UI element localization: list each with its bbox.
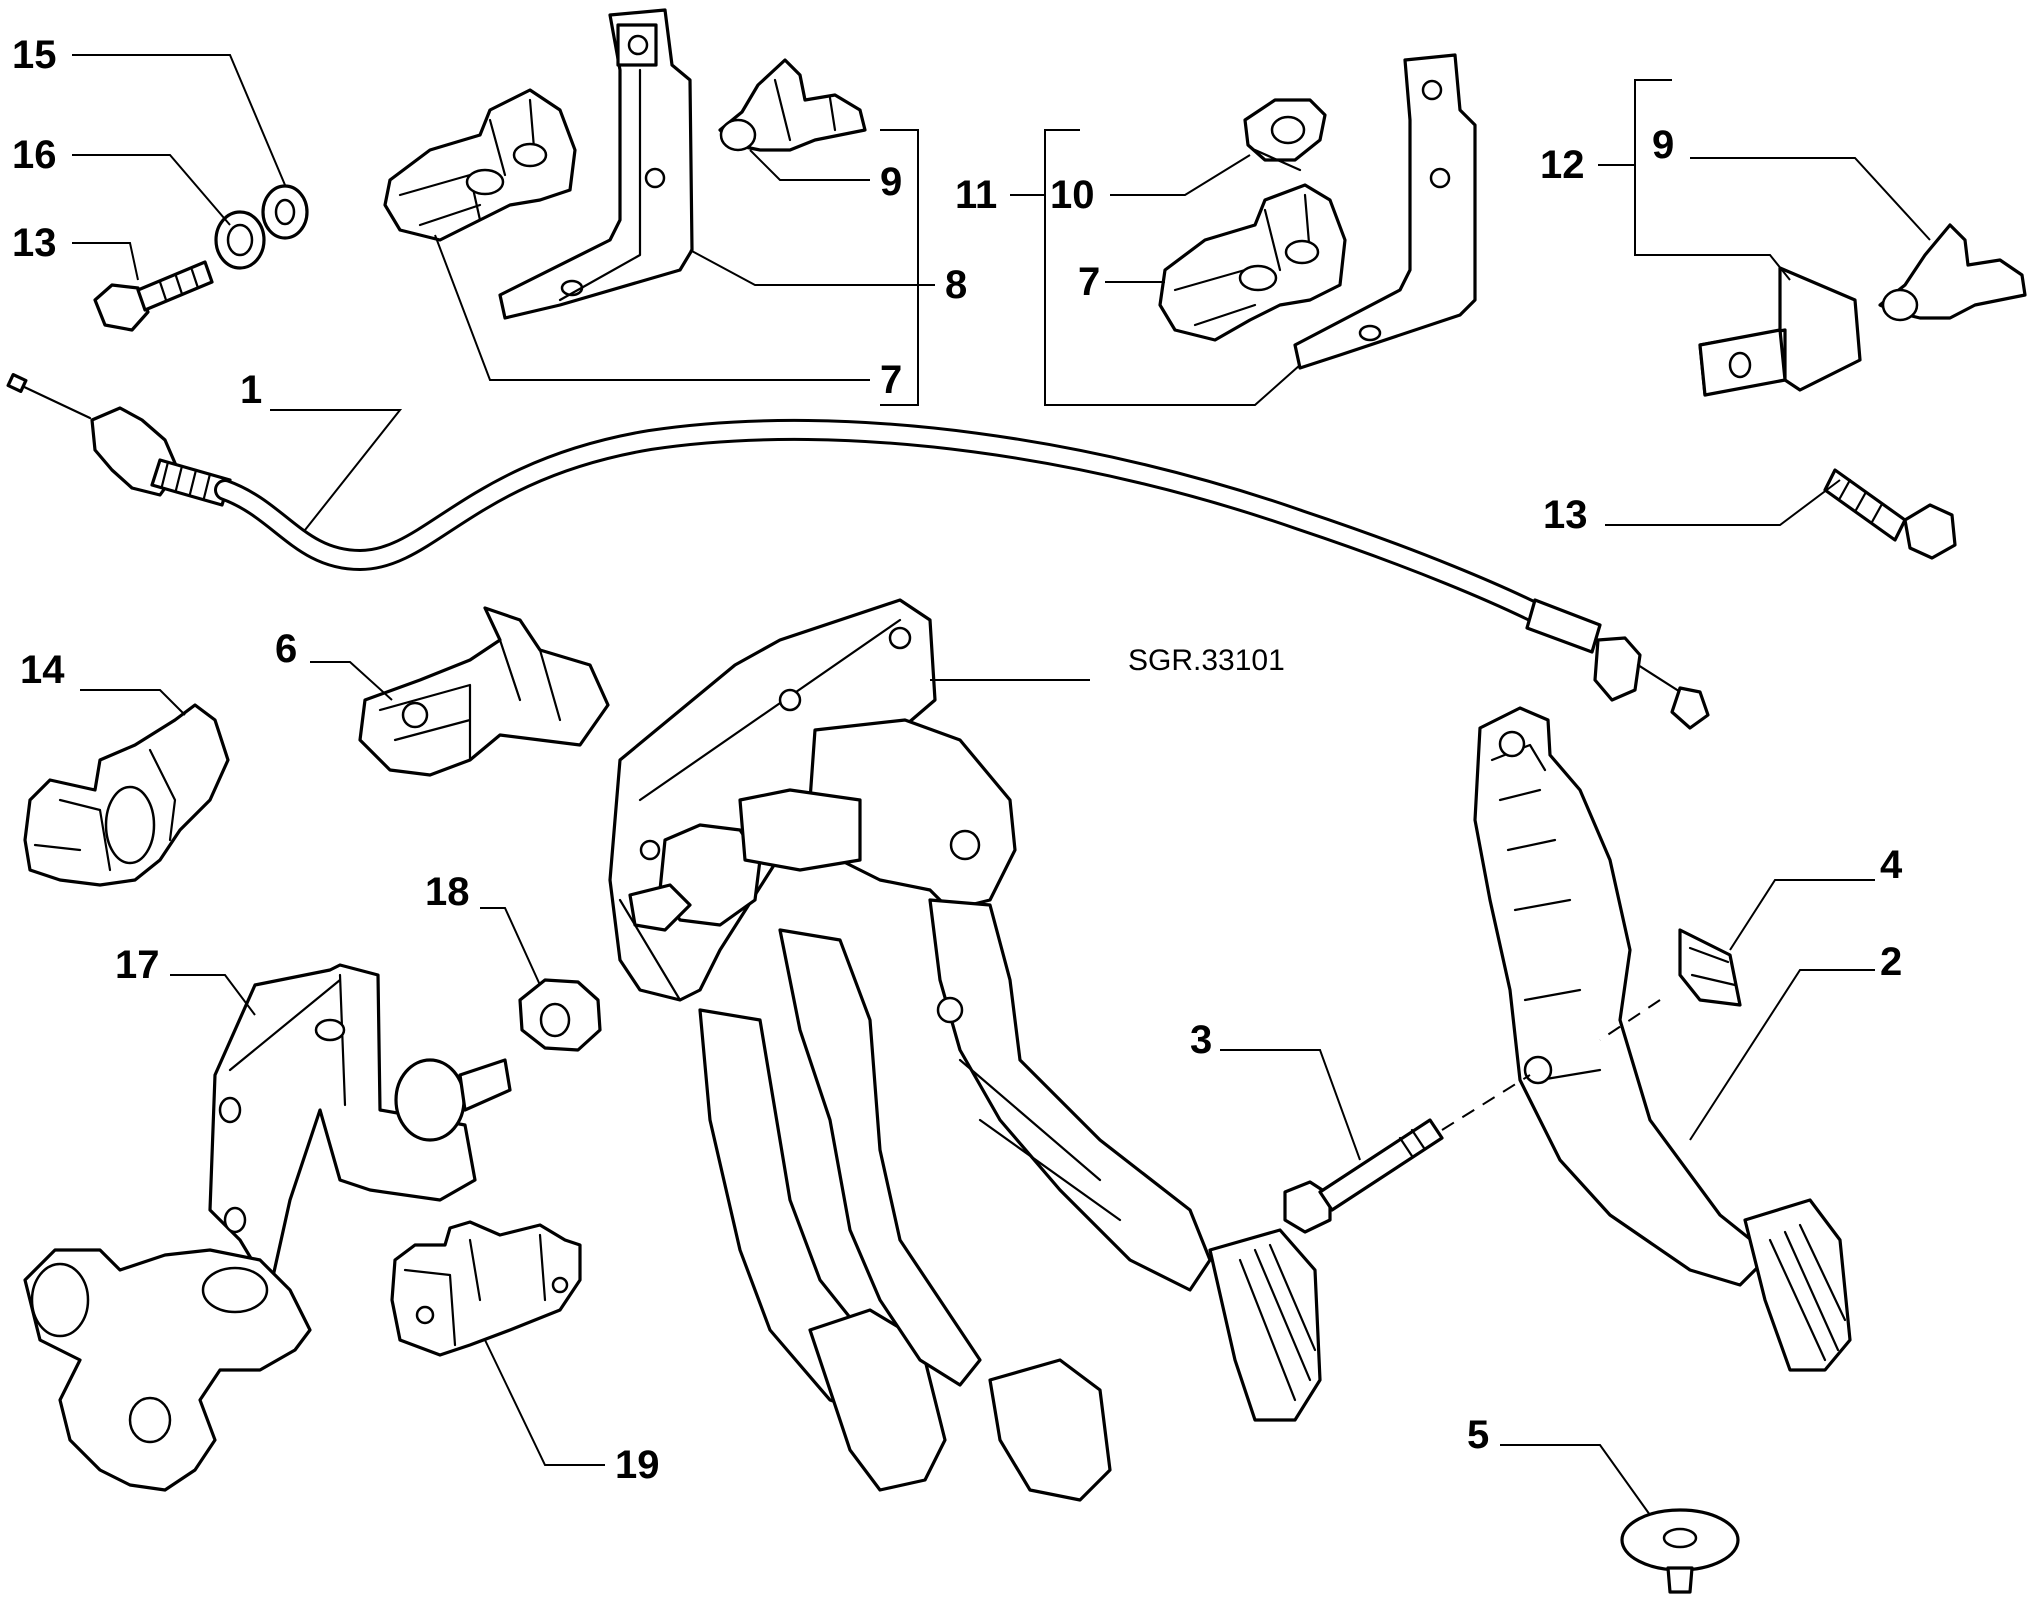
- callout-1: 1: [240, 368, 262, 412]
- part-14-clip[interactable]: [23, 703, 230, 887]
- part-7-clip-middle[interactable]: [1158, 183, 1347, 342]
- drawing-code: SGR.33101: [1128, 644, 1285, 677]
- callout-6: 6: [275, 627, 297, 671]
- callout-12: 12: [1540, 143, 1585, 187]
- callout-13-left: 13: [12, 221, 57, 265]
- callout-18: 18: [425, 870, 470, 914]
- callout-4: 4: [1880, 843, 1903, 887]
- callout-13-right: 13: [1543, 493, 1588, 537]
- callout-labels: 15 16 13 1 9 8 7 11 10 7 12 9 13 SGR.331…: [12, 33, 1903, 1487]
- callout-2: 2: [1880, 940, 1902, 984]
- callout-15: 15: [12, 33, 57, 77]
- part-12-bracket-plate[interactable]: [1698, 266, 1862, 397]
- callout-14: 14: [20, 648, 65, 692]
- part-13-bolt-right[interactable]: [1823, 468, 1957, 560]
- part-10-clip[interactable]: [1243, 98, 1327, 172]
- part-17-bracket[interactable]: [23, 963, 512, 1492]
- part-16-spring-washer[interactable]: [214, 210, 266, 270]
- leader-lines: [72, 54, 1931, 1516]
- part-7-clip-upper[interactable]: [383, 88, 577, 242]
- part-18-nut[interactable]: [518, 978, 602, 1052]
- pedal-box-assembly: [608, 598, 1322, 1502]
- part-13-bolt-left[interactable]: [93, 260, 214, 332]
- callout-8: 8: [945, 263, 967, 307]
- part-6-clip-holder[interactable]: [358, 606, 610, 777]
- callout-9-right: 9: [1652, 123, 1674, 167]
- part-2-pedal[interactable]: [1473, 706, 1852, 1372]
- callout-7-middle: 7: [1078, 260, 1100, 304]
- part-1-clutch-cable[interactable]: [6, 373, 1710, 730]
- callout-19: 19: [615, 1443, 660, 1487]
- part-3-bolt[interactable]: [1283, 1074, 1531, 1234]
- callout-3: 3: [1190, 1018, 1212, 1062]
- callout-5: 5: [1467, 1413, 1489, 1457]
- callout-10: 10: [1050, 173, 1095, 217]
- part-11-bracket[interactable]: [1293, 53, 1477, 370]
- callout-17: 17: [115, 943, 160, 987]
- callout-7-top: 7: [880, 358, 902, 402]
- callout-9-top: 9: [880, 160, 902, 204]
- part-8-bracket[interactable]: [498, 8, 694, 320]
- part-19-clip[interactable]: [390, 1220, 582, 1357]
- callout-16: 16: [12, 133, 57, 177]
- part-9-clip-right[interactable]: [1878, 223, 2027, 322]
- part-9-clip-upper[interactable]: [718, 58, 867, 152]
- callout-11: 11: [955, 173, 997, 217]
- part-4-clip[interactable]: [1599, 928, 1742, 1041]
- part-5-bumper-stop[interactable]: [1620, 1508, 1740, 1594]
- part-15-washer[interactable]: [261, 184, 309, 240]
